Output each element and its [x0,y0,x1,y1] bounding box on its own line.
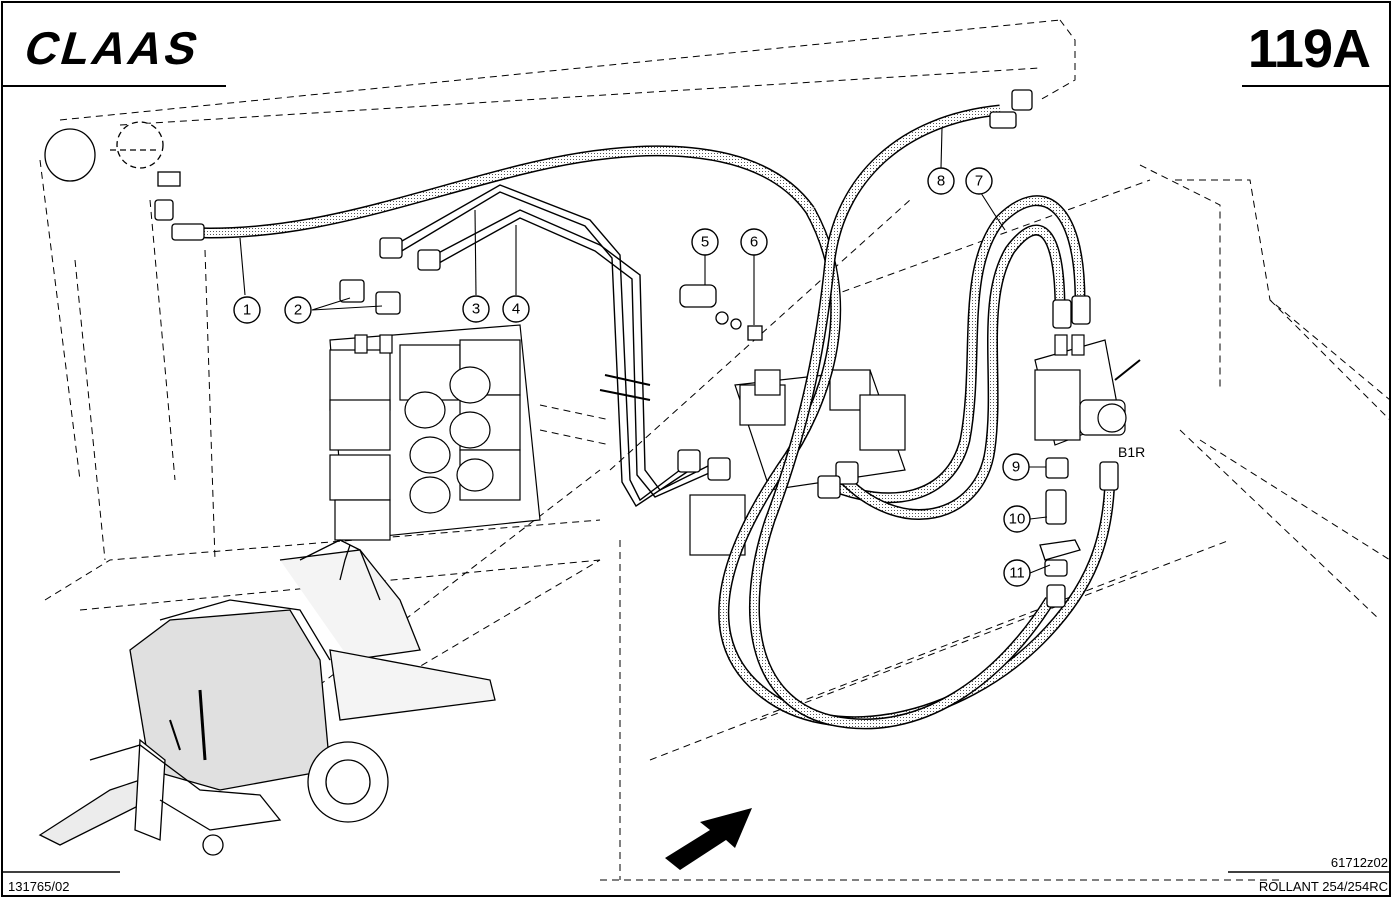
page-number: 119A [1247,19,1371,79]
pipe-3-nut [379,237,403,259]
svg-text:10: 10 [1009,511,1026,528]
fitting-10 [1045,489,1067,525]
callout-5: 5 [691,228,719,256]
callout-11: 11 [1003,559,1031,587]
svg-text:2: 2 [294,302,302,319]
callout-2: 2 [284,296,312,324]
center-valve-block [689,369,906,556]
svg-text:11: 11 [1009,565,1025,582]
callout-8: 8 [927,167,955,195]
hose-1-ferrule [171,223,205,241]
pipe-4-lower-nut [707,457,731,481]
elbow-fitting-2b [375,291,401,315]
sealing-ring [730,318,742,330]
svg-text:4: 4 [512,301,520,318]
bolt-6 [747,325,763,341]
callout-leaders [239,127,1051,574]
callout-1: 1 [233,296,261,324]
banjo-fitting-5 [679,284,717,308]
hose-8-nut [1011,89,1033,111]
lower-hose-nut [1099,461,1119,491]
hydraulic-cylinder [44,121,181,187]
tee-fitting-11-port [1044,559,1068,577]
tee-fitting-11 [1039,539,1081,561]
svg-text:8: 8 [937,173,945,190]
elbow-fitting-2a [339,279,365,303]
drawing-code: 61712z02 [1330,855,1388,870]
steel-pipes-3-4 [394,184,726,507]
hose-1-nut-fitting [154,199,174,221]
fittings [154,89,1119,608]
washer [715,311,729,325]
doc-number: 131765/02 [8,879,70,894]
hose-7-upper-nut-b [1071,295,1091,325]
model-name: ROLLANT 254/254RC [1258,879,1388,894]
svg-text:1: 1 [243,302,251,319]
callout-10: 10 [1003,505,1031,533]
svg-text:6: 6 [750,234,758,251]
callout-3: 3 [462,295,490,323]
callout-4: 4 [502,295,530,323]
svg-text:CLAAS: CLAAS [19,23,207,74]
svg-text:5: 5 [701,234,709,251]
baler-machine-overview [38,539,496,856]
right-valve-block [1034,334,1141,446]
svg-text:3: 3 [472,301,480,318]
valve-port-label: B1R [1118,444,1145,460]
hose-7-lower-nut-a [835,461,859,485]
claas-logo: CLAAS [19,23,207,74]
hose-1 [179,145,815,239]
view-direction-arrow [665,808,752,870]
callout-7: 7 [965,167,993,195]
hose-end-fitting [1046,584,1066,608]
hose-7-pair [827,195,1086,520]
callout-9: 9 [1002,453,1030,481]
svg-text:7: 7 [975,173,983,190]
hose-7-upper-nut-a [1052,299,1072,329]
pipe-3-lower-nut [677,449,701,473]
hose-8-ferrule [989,111,1017,129]
pipe-4-nut [417,249,441,271]
fitting-9 [1045,457,1069,479]
callout-6: 6 [740,228,768,256]
hose-7-lower-nut-b [817,475,841,499]
long-hose-loop [718,104,1116,730]
control-valve-block [329,324,541,541]
svg-text:9: 9 [1012,459,1020,476]
